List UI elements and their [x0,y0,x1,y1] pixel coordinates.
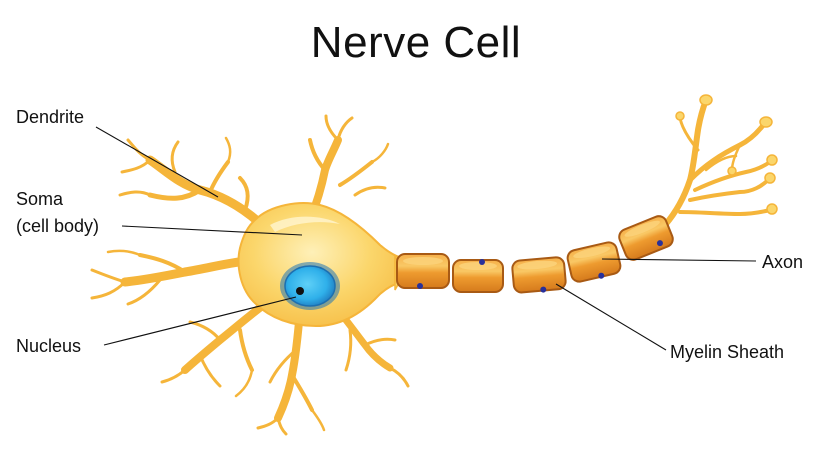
terminal-buttons [675,94,778,215]
dendrites [90,114,410,436]
label-cell-body: (cell body) [16,216,100,236]
myelin-segment [452,259,504,293]
myelin-leader [555,283,667,351]
soma-leader [121,225,303,236]
myelin-segment [511,256,567,294]
label-dendrite: Dendrite [16,107,85,127]
soma-highlight [270,216,340,232]
label-soma: Soma [16,189,64,209]
nucleus-leader [103,296,297,346]
dendrite-leader [95,126,219,198]
label-nucleus: Nucleus [16,336,82,356]
axon-leader [601,258,757,262]
label-myelin-sheath: Myelin Sheath [670,342,785,362]
nucleolus [296,287,304,295]
myelin-segment [396,253,450,289]
label-axon: Axon [762,252,804,272]
myelin-segment [618,215,674,261]
nucleus-body [284,265,336,307]
leader-lines [95,126,757,351]
diagram-title: Nerve Cell [310,18,522,67]
axon-terminals [662,97,772,228]
myelin-sheath [396,215,674,294]
myelin-segment [566,241,622,283]
